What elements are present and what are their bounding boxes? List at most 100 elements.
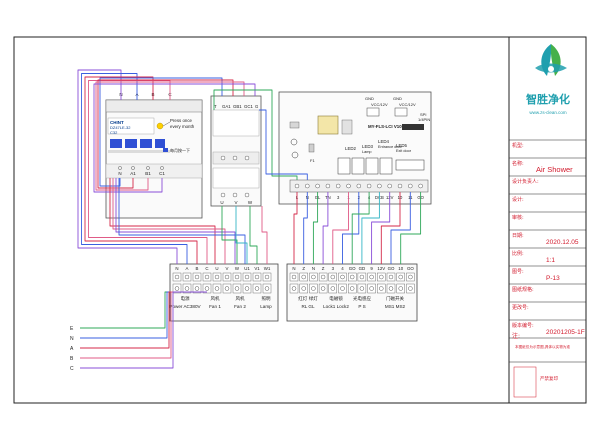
terminal-group-en: MS1 MS2 [385, 304, 406, 309]
note-label: 注: [512, 332, 520, 340]
terminal-cell [406, 272, 415, 282]
title-field-value: 1:1 [546, 257, 555, 264]
led3-label: LED3 [362, 144, 374, 149]
terminal-top-label: U [215, 266, 218, 271]
terminal-top-label: N [312, 266, 315, 271]
terminal-group-cn: 光电感应 [353, 295, 371, 302]
screw-icon [118, 166, 122, 170]
title-field-label: 比例: [512, 250, 524, 257]
title-block: 智胜净化 www.zs-clean.com 机型:名称:Air Shower设计… [509, 44, 586, 398]
screw-icon [320, 274, 326, 280]
screw-icon [232, 192, 238, 198]
screw-icon [234, 274, 240, 280]
contactor-top-label: GA1 [222, 104, 231, 109]
wires [77, 69, 422, 369]
title-field-label: 版本编号: [512, 322, 534, 329]
terminal-cell [202, 283, 212, 294]
test-note-2: every month [170, 124, 195, 129]
screw-icon [214, 286, 220, 291]
screw-icon [330, 274, 335, 280]
screw-icon [131, 166, 135, 170]
screw-icon [336, 183, 341, 189]
wire [112, 178, 226, 264]
terminal-top-label: GO [407, 266, 414, 271]
terminal-group-cn: 风机 [236, 295, 245, 302]
screw-icon [146, 166, 150, 170]
pcb-gnd-2: GND [393, 96, 402, 101]
wire [261, 206, 268, 264]
terminal-top-label: A [186, 266, 189, 271]
terminal-top-label: GD [359, 266, 366, 271]
terminal-cell [182, 283, 192, 294]
wire [118, 178, 246, 264]
screw-icon [244, 274, 250, 280]
pcb-vcc-2: VCC/12V [399, 102, 416, 107]
terminal-cell [172, 283, 182, 294]
title-field-label: 日期: [512, 233, 524, 239]
terminal-cell [232, 283, 242, 294]
title-block-rows: 机型:名称:Air Shower设计负责人:设计:审核:日期:2020.12.0… [509, 139, 586, 339]
breaker-bottom-label: C1 [159, 171, 165, 176]
relay-icon [379, 157, 393, 175]
terminal-cell [396, 272, 405, 282]
contactor-bottom-label: V [234, 200, 237, 205]
terminal-top-label: GO [388, 266, 395, 271]
terminal-top-label: W1 [264, 266, 271, 271]
screw-icon [377, 183, 382, 189]
relay-icon [365, 157, 379, 175]
title-field-label: 图纸规格: [512, 286, 534, 293]
screw-icon [174, 274, 180, 280]
screw-icon [220, 155, 226, 161]
terminal-top-label: U1 [244, 266, 250, 271]
screw-icon [350, 286, 355, 291]
terminal-cell [386, 283, 396, 294]
screw-icon [340, 274, 345, 280]
screw-icon [264, 286, 270, 291]
screw-icon [160, 166, 164, 170]
title-field-label: 图号: [512, 269, 524, 275]
terminal-top-label: Z [302, 266, 305, 271]
terminal-group-en: P S [358, 304, 365, 309]
terminal-top-label: C [205, 266, 208, 271]
test-note-1: Press once [170, 118, 193, 123]
screw-icon [350, 274, 355, 280]
screw-icon [340, 286, 345, 291]
terminal-group-en: Fan 2 [234, 304, 246, 309]
incoming-label: N [70, 336, 74, 342]
screw-icon [204, 274, 210, 280]
screw-icon [356, 183, 361, 189]
wire [293, 192, 298, 264]
terminal-top-label: V1 [254, 266, 260, 271]
terminal-cell [309, 283, 318, 294]
terminal-top-label: 10 [398, 266, 403, 271]
screw-icon [408, 286, 413, 291]
terminal-cell [172, 272, 182, 282]
screw-icon [398, 274, 403, 280]
title-field-label: 更改号: [512, 304, 529, 311]
wire [342, 192, 360, 264]
screw-icon [330, 286, 335, 291]
control-pcb: GND VCC/12V GND VCC/12V SPI 1/4PIN MY-FL… [278, 91, 432, 205]
terminal-top-label: W [235, 266, 240, 271]
led5-sub: Exit door [396, 149, 412, 153]
screw-icon [184, 286, 190, 291]
terminal-cell [252, 272, 262, 282]
screw-icon [291, 286, 297, 291]
screw-icon [194, 274, 200, 280]
screw-icon [408, 183, 413, 189]
contactor-bottom-label: U [220, 200, 223, 205]
screw-icon [291, 274, 297, 280]
wire [390, 192, 411, 264]
screw-icon [294, 183, 300, 189]
screw-icon [224, 274, 230, 280]
terminal-cell [202, 272, 212, 282]
incoming-label: A [70, 346, 74, 352]
screw-icon [174, 286, 180, 291]
screw-icon [204, 286, 210, 291]
screw-icon [301, 286, 306, 291]
terminal-cell [338, 272, 347, 282]
terminal-cell [348, 283, 357, 294]
contactor-bottom-label: W [248, 200, 253, 205]
